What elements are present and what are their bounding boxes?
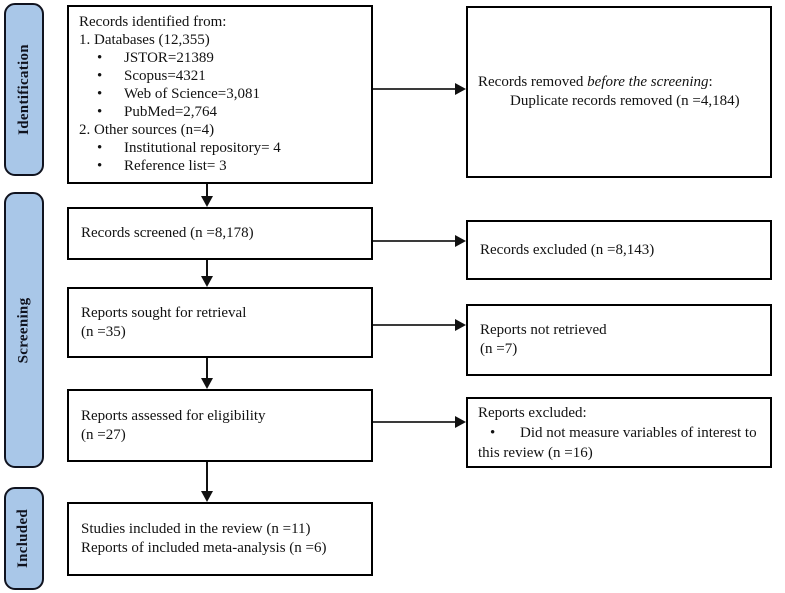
- stage-label-identification: Identification: [15, 44, 32, 135]
- other-source-repository: Institutional repository= 4: [124, 140, 281, 156]
- box-records-excluded: Records excluded (n =8,143): [466, 220, 772, 280]
- reports-sought-line1: Reports sought for retrieval: [81, 304, 247, 321]
- records-removed-line1: Records removed before the screening:: [478, 74, 713, 90]
- box-records-removed: Records removed before the screening: Du…: [466, 6, 772, 178]
- list-item: • Institutional repository= 4: [79, 139, 361, 157]
- arrow-identified-to-removed: [373, 83, 466, 95]
- bullet-icon: •: [97, 104, 103, 120]
- list-item: • Reference list= 3: [79, 157, 361, 175]
- records-identified-item2: 2. Other sources (n=4): [79, 122, 215, 138]
- studies-included-line1: Studies included in the review (n =11): [81, 521, 311, 537]
- bullet-icon: •: [97, 68, 103, 84]
- bullet-icon: •: [490, 424, 496, 441]
- reports-assessed-line2: (n =27): [81, 426, 126, 443]
- bullet-icon: •: [97, 158, 103, 174]
- records-screened-text: Records screened (n =8,178): [81, 225, 254, 241]
- reports-excluded-reason: Did not measure variables of interest to: [520, 424, 757, 441]
- database-count-pubmed: PubMed=2,764: [124, 104, 218, 120]
- stage-bar-included: Included: [4, 487, 44, 590]
- records-identified-title: Records identified from:: [79, 14, 227, 30]
- database-count-wos: Web of Science=3,081: [124, 86, 260, 102]
- reports-not-retrieved-line2: (n =7): [480, 341, 518, 357]
- box-reports-not-retrieved: Reports not retrieved (n =7): [466, 304, 772, 376]
- list-item: • JSTOR=21389: [79, 49, 361, 67]
- box-records-identified: Records identified from: 1. Databases (1…: [67, 5, 373, 184]
- database-count-jstor: JSTOR=21389: [124, 50, 214, 66]
- reports-excluded-continuation: this review (n =16): [478, 444, 593, 461]
- list-item: • Web of Science=3,081: [79, 85, 361, 103]
- database-count-scopus: Scopus=4321: [124, 68, 206, 84]
- reports-not-retrieved-line1: Reports not retrieved: [480, 322, 607, 338]
- reports-sought-line2: (n =35): [81, 323, 126, 340]
- reports-excluded-title: Reports excluded:: [478, 404, 587, 421]
- arrow-assessed-to-reports-excluded: [373, 416, 466, 428]
- list-item: • Did not measure variables of interest …: [478, 423, 760, 443]
- box-reports-excluded: Reports excluded: • Did not measure vari…: [466, 397, 772, 468]
- box-studies-included: Studies included in the review (n =11) R…: [67, 502, 373, 576]
- stage-label-screening: Screening: [15, 297, 32, 363]
- box-reports-sought: Reports sought for retrieval (n =35): [67, 287, 373, 358]
- studies-included-line2: Reports of included meta-analysis (n =6): [81, 540, 327, 556]
- records-identified-item1: 1. Databases (12,355): [79, 32, 210, 48]
- box-reports-assessed: Reports assessed for eligibility (n =27): [67, 389, 373, 462]
- list-item: • Scopus=4321: [79, 67, 361, 85]
- arrow-assessed-to-included: [201, 462, 213, 502]
- other-source-reference-list: Reference list= 3: [124, 158, 227, 174]
- box-records-screened: Records screened (n =8,178): [67, 207, 373, 260]
- arrow-screened-to-sought: [201, 260, 213, 287]
- list-item: • PubMed=2,764: [79, 103, 361, 121]
- reports-assessed-line1: Reports assessed for eligibility: [81, 407, 266, 424]
- records-excluded-text: Records excluded (n =8,143): [480, 241, 655, 258]
- arrow-sought-to-assessed: [201, 358, 213, 389]
- bullet-icon: •: [97, 86, 103, 102]
- records-removed-detail: Duplicate records removed (n =4,184): [510, 93, 740, 109]
- stage-bar-screening: Screening: [4, 192, 44, 468]
- arrow-identified-to-screened: [201, 184, 213, 207]
- records-removed-emphasis: before the screening: [587, 74, 709, 90]
- stage-bar-identification: Identification: [4, 3, 44, 176]
- stage-label-included: Included: [15, 508, 32, 569]
- bullet-icon: •: [97, 140, 103, 156]
- arrow-screened-to-excluded: [373, 235, 466, 247]
- arrow-sought-to-not-retrieved: [373, 319, 466, 331]
- bullet-icon: •: [97, 50, 103, 66]
